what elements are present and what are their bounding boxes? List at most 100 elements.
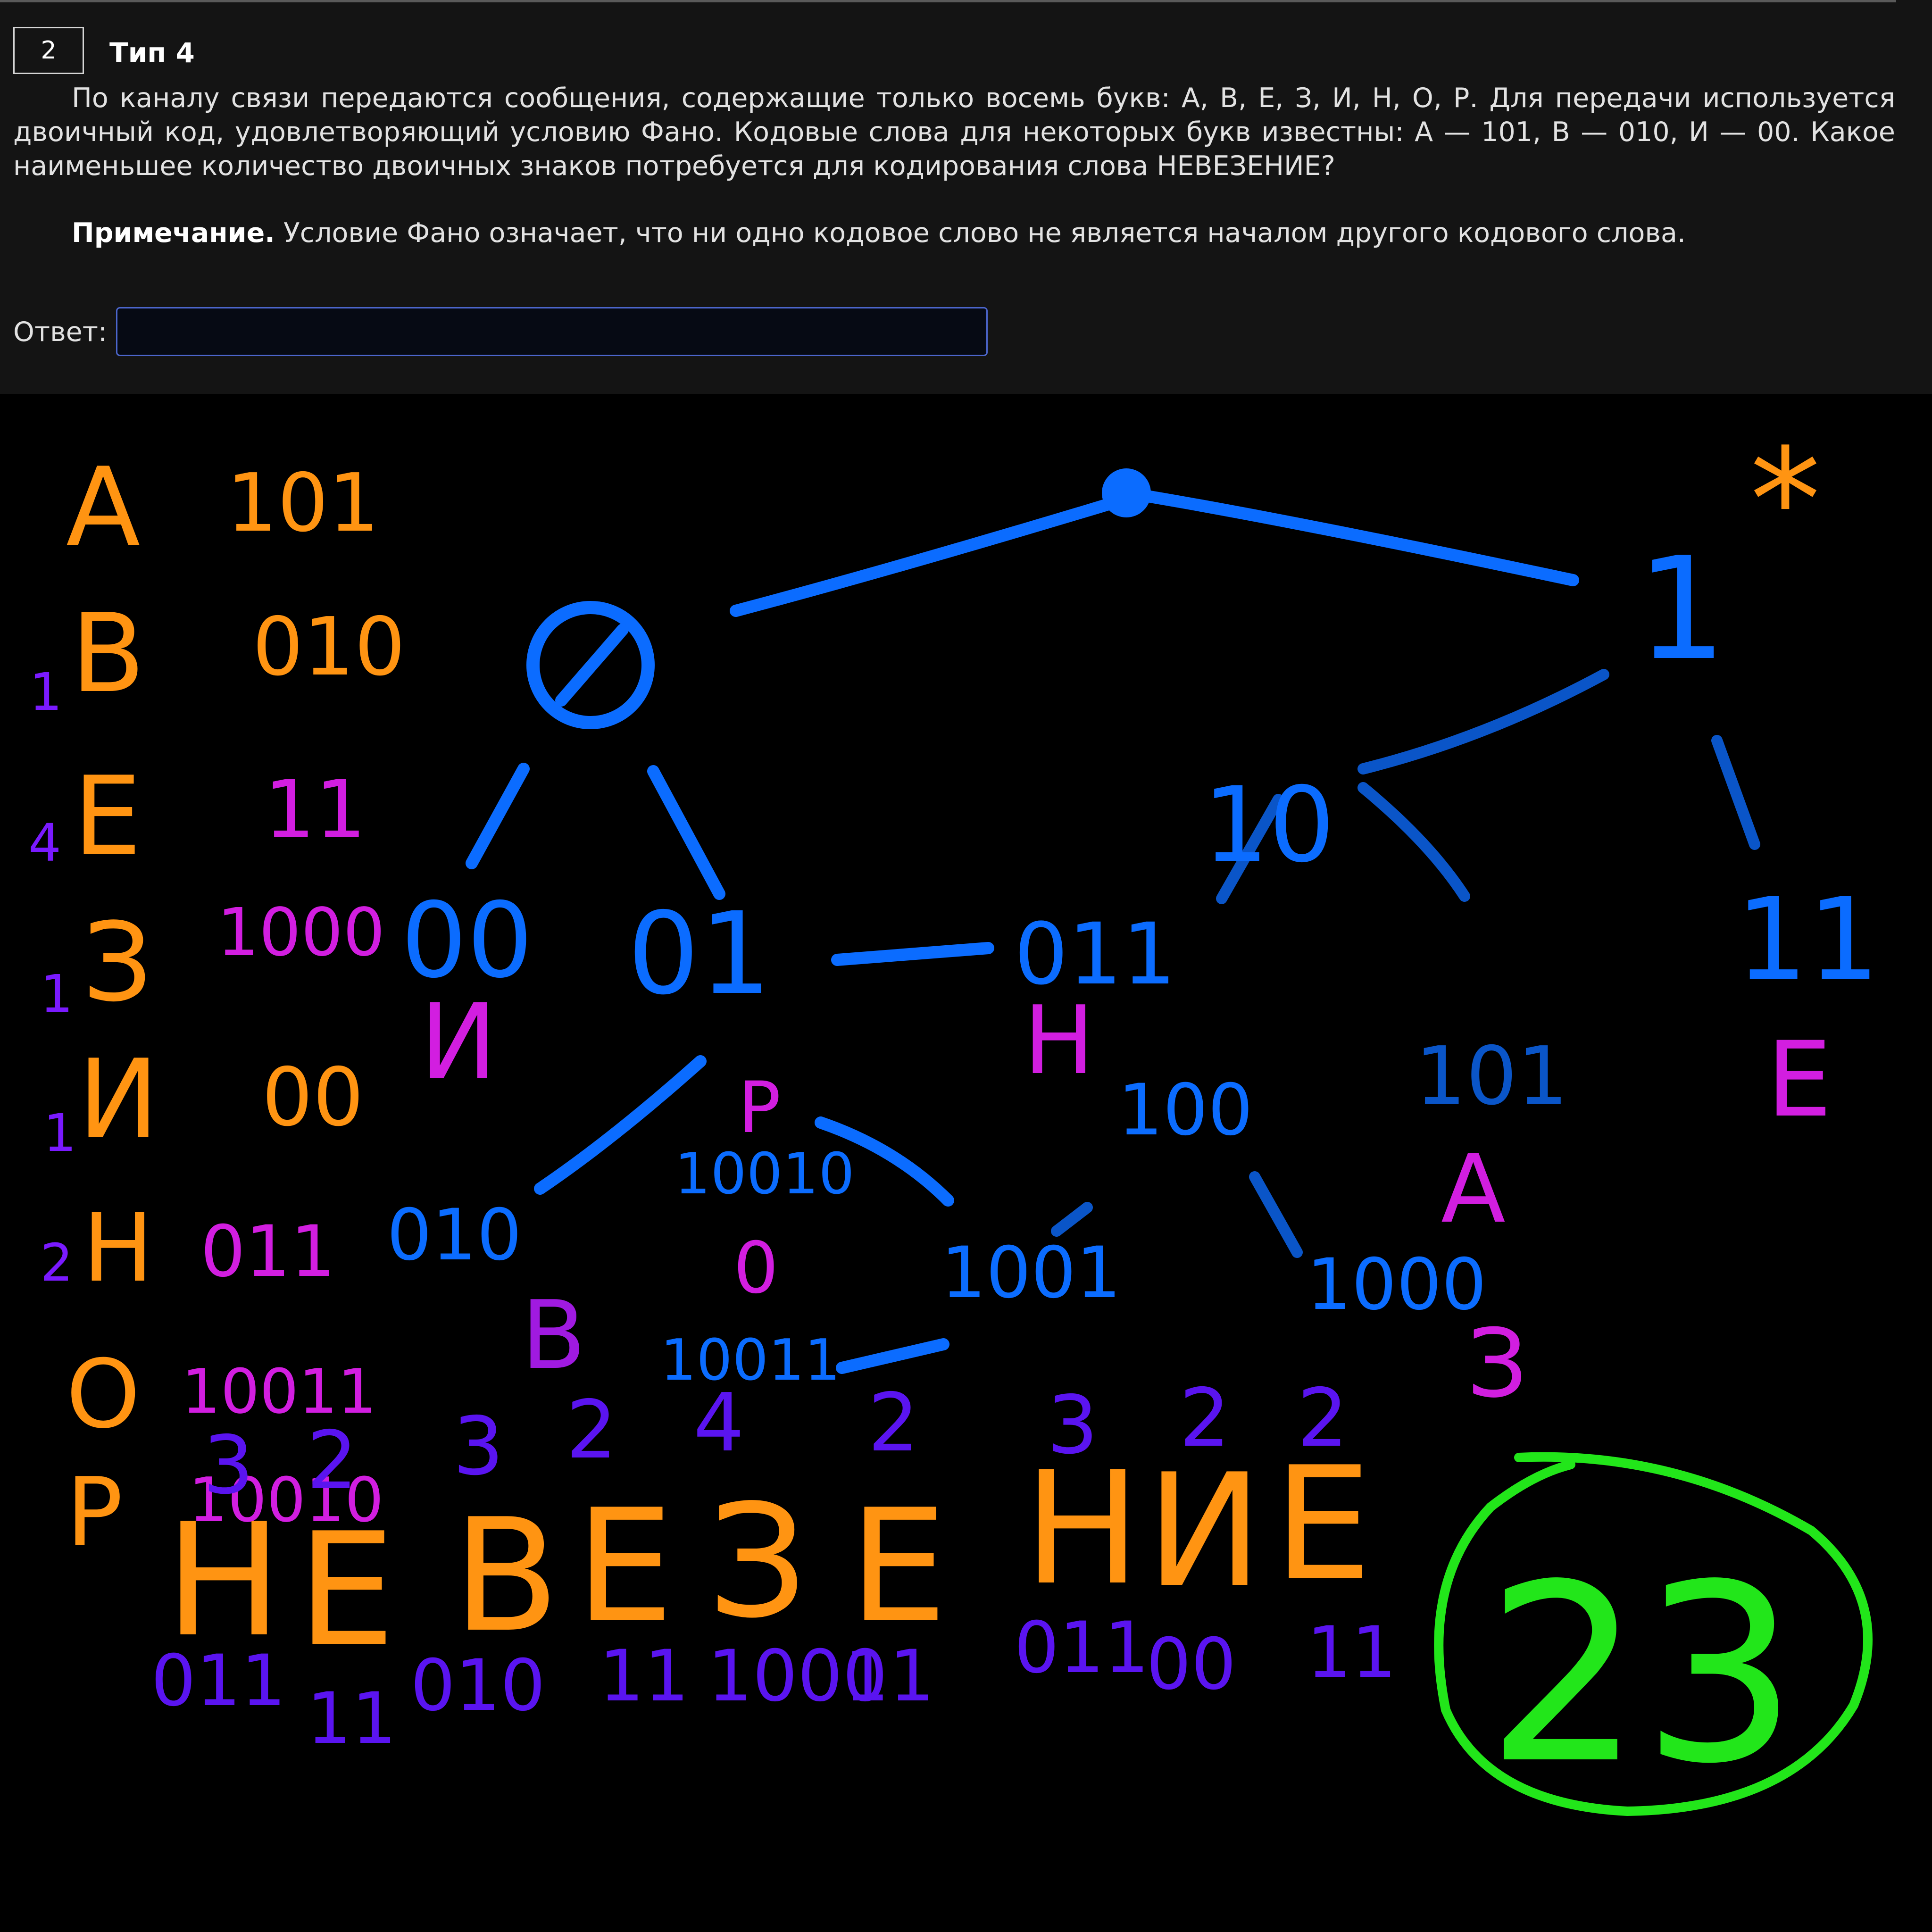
word-lengths: 3 2 3 2 4 2 3 2 2	[203, 1372, 1348, 1512]
table-code: 10010	[189, 1464, 384, 1536]
leaf-10011-letter: 0	[733, 1227, 778, 1309]
answer-circle	[1434, 1452, 1873, 1816]
handwritten-solution: А 101 1 В 010 4 Е 11 1 З 1000 1 И 00 2 Н…	[28, 418, 1880, 1817]
word-letter: З	[708, 1471, 808, 1652]
table-count: 2	[40, 1232, 73, 1293]
note-text: Условие Фано означает, что ни одно кодов…	[275, 217, 1686, 249]
length-digit: 2	[1297, 1372, 1348, 1465]
word-code: 010	[410, 1645, 545, 1727]
edge-01-011	[831, 942, 994, 966]
length-digit: 2	[1179, 1372, 1230, 1465]
table-letter: В	[71, 591, 145, 717]
table-code: 101	[226, 457, 379, 550]
table-code: 011	[200, 1211, 335, 1293]
word-letter: В	[453, 1485, 559, 1666]
tree-root-dot	[1102, 468, 1151, 517]
word-code: 11	[599, 1635, 689, 1717]
table-letter: Н	[83, 1193, 153, 1303]
answer-input[interactable]	[116, 307, 988, 356]
node-100-label: 100	[1118, 1069, 1253, 1151]
word-letter: Е	[575, 1476, 674, 1657]
table-code: 1000	[217, 894, 385, 971]
node-1000-label: 1000	[1307, 1244, 1487, 1326]
word-letter: И	[1146, 1441, 1263, 1622]
node-010-label: 010	[387, 1194, 522, 1276]
length-digit: 4	[693, 1376, 744, 1470]
node-101-label: 101	[1415, 1030, 1568, 1123]
node-0-circle	[526, 601, 655, 729]
edge-10011-1001	[836, 1338, 949, 1374]
table-code: 10011	[182, 1356, 377, 1427]
root-star: *	[1750, 418, 1821, 583]
word-codes: 011 11 010 11 1000 11 011 00 11	[151, 1607, 1397, 1760]
node-1001-label: 1001	[941, 1232, 1121, 1314]
task-statement: По каналу связи передаются сообщения, со…	[13, 83, 1895, 182]
table-count: 4	[28, 813, 61, 873]
edge-1-10	[1357, 669, 1609, 774]
word-code: 1000	[708, 1635, 888, 1717]
length-digit: 2	[307, 1414, 358, 1507]
node-10011-label: 10011	[660, 1328, 841, 1393]
edge-01-010	[534, 1055, 707, 1195]
word-letter: Е	[849, 1476, 948, 1657]
table-letter: О	[66, 1340, 140, 1449]
table-letter: Е	[73, 754, 142, 880]
table-code: 010	[252, 600, 405, 694]
length-digit: 2	[868, 1376, 919, 1470]
leaf-010-letter: В	[521, 1281, 586, 1391]
node-0-slash	[555, 624, 629, 707]
edge-10-101	[1357, 782, 1470, 902]
word-code: 11	[844, 1635, 934, 1717]
edge-010-10010	[815, 1116, 954, 1207]
word-code: 11	[307, 1678, 397, 1760]
answer-circled-value: 23	[1486, 1532, 1798, 1817]
drawing-board: А 101 1 В 010 4 Е 11 1 З 1000 1 И 00 2 Н…	[0, 394, 1932, 1932]
leaf-101-letter: А	[1441, 1134, 1506, 1244]
leaf-11-letter: Е	[1766, 1019, 1832, 1140]
length-digit: 2	[566, 1383, 617, 1477]
table-letter: Р	[66, 1457, 123, 1567]
answer-label: Ответ:	[13, 316, 108, 348]
word-letter: Е	[297, 1499, 396, 1681]
edge-0-00	[466, 763, 530, 869]
word-letter: Н	[1024, 1438, 1141, 1619]
word-letter: Е	[1274, 1433, 1372, 1615]
edge-0-01	[647, 765, 725, 900]
node-10-label: 10	[1203, 765, 1335, 885]
code-table: А 101 1 В 010 4 Е 11 1 З 1000 1 И 00 2 Н…	[28, 445, 405, 1567]
tree-edges	[466, 487, 1579, 1374]
node-011-label: 011	[1014, 905, 1176, 1004]
word-code: 011	[1014, 1607, 1149, 1689]
edge-100-1000	[1249, 1171, 1303, 1258]
leaf-10010-letter: Р	[738, 1067, 781, 1149]
word-letters: Н Е В Е З Е Н И Е	[165, 1433, 1372, 1681]
edge-1-11	[1711, 735, 1760, 850]
task-number-badge: 2	[13, 27, 84, 74]
top-divider	[0, 0, 1896, 2]
word-code: 11	[1307, 1612, 1397, 1694]
edge-root-0	[730, 494, 1129, 617]
node-11-label: 11	[1736, 874, 1880, 1006]
word-code: 00	[1146, 1624, 1236, 1706]
tree-edges-dark	[1051, 669, 1760, 1258]
edge-10-100	[1216, 794, 1284, 904]
leaf-00-letter: И	[420, 982, 498, 1102]
task-panel: 2 Тип 4 По каналу связи передаются сообщ…	[0, 0, 1932, 394]
table-count: 1	[29, 662, 62, 722]
leaf-011-letter: Н	[1024, 986, 1094, 1096]
length-digit: 3	[453, 1400, 504, 1493]
node-10010-label: 10010	[675, 1141, 855, 1207]
note-label: Примечание.	[72, 217, 275, 249]
node-00-label: 00	[401, 880, 533, 1001]
table-letter: А	[66, 445, 140, 571]
word-letter: Н	[165, 1490, 282, 1671]
length-digit: 3	[1047, 1379, 1098, 1472]
table-count: 1	[43, 1103, 76, 1163]
node-1-label: 1	[1637, 527, 1727, 691]
word-code: 011	[151, 1640, 286, 1722]
task-note: Примечание. Условие Фано означает, что н…	[72, 216, 1892, 250]
edge-100-1001	[1051, 1202, 1093, 1237]
tree-labels: * 1 00 01 10 11 011 010 100 101 1001 100…	[387, 418, 1880, 1419]
table-code: 11	[264, 763, 366, 857]
task-type-heading: Тип 4	[109, 37, 195, 69]
